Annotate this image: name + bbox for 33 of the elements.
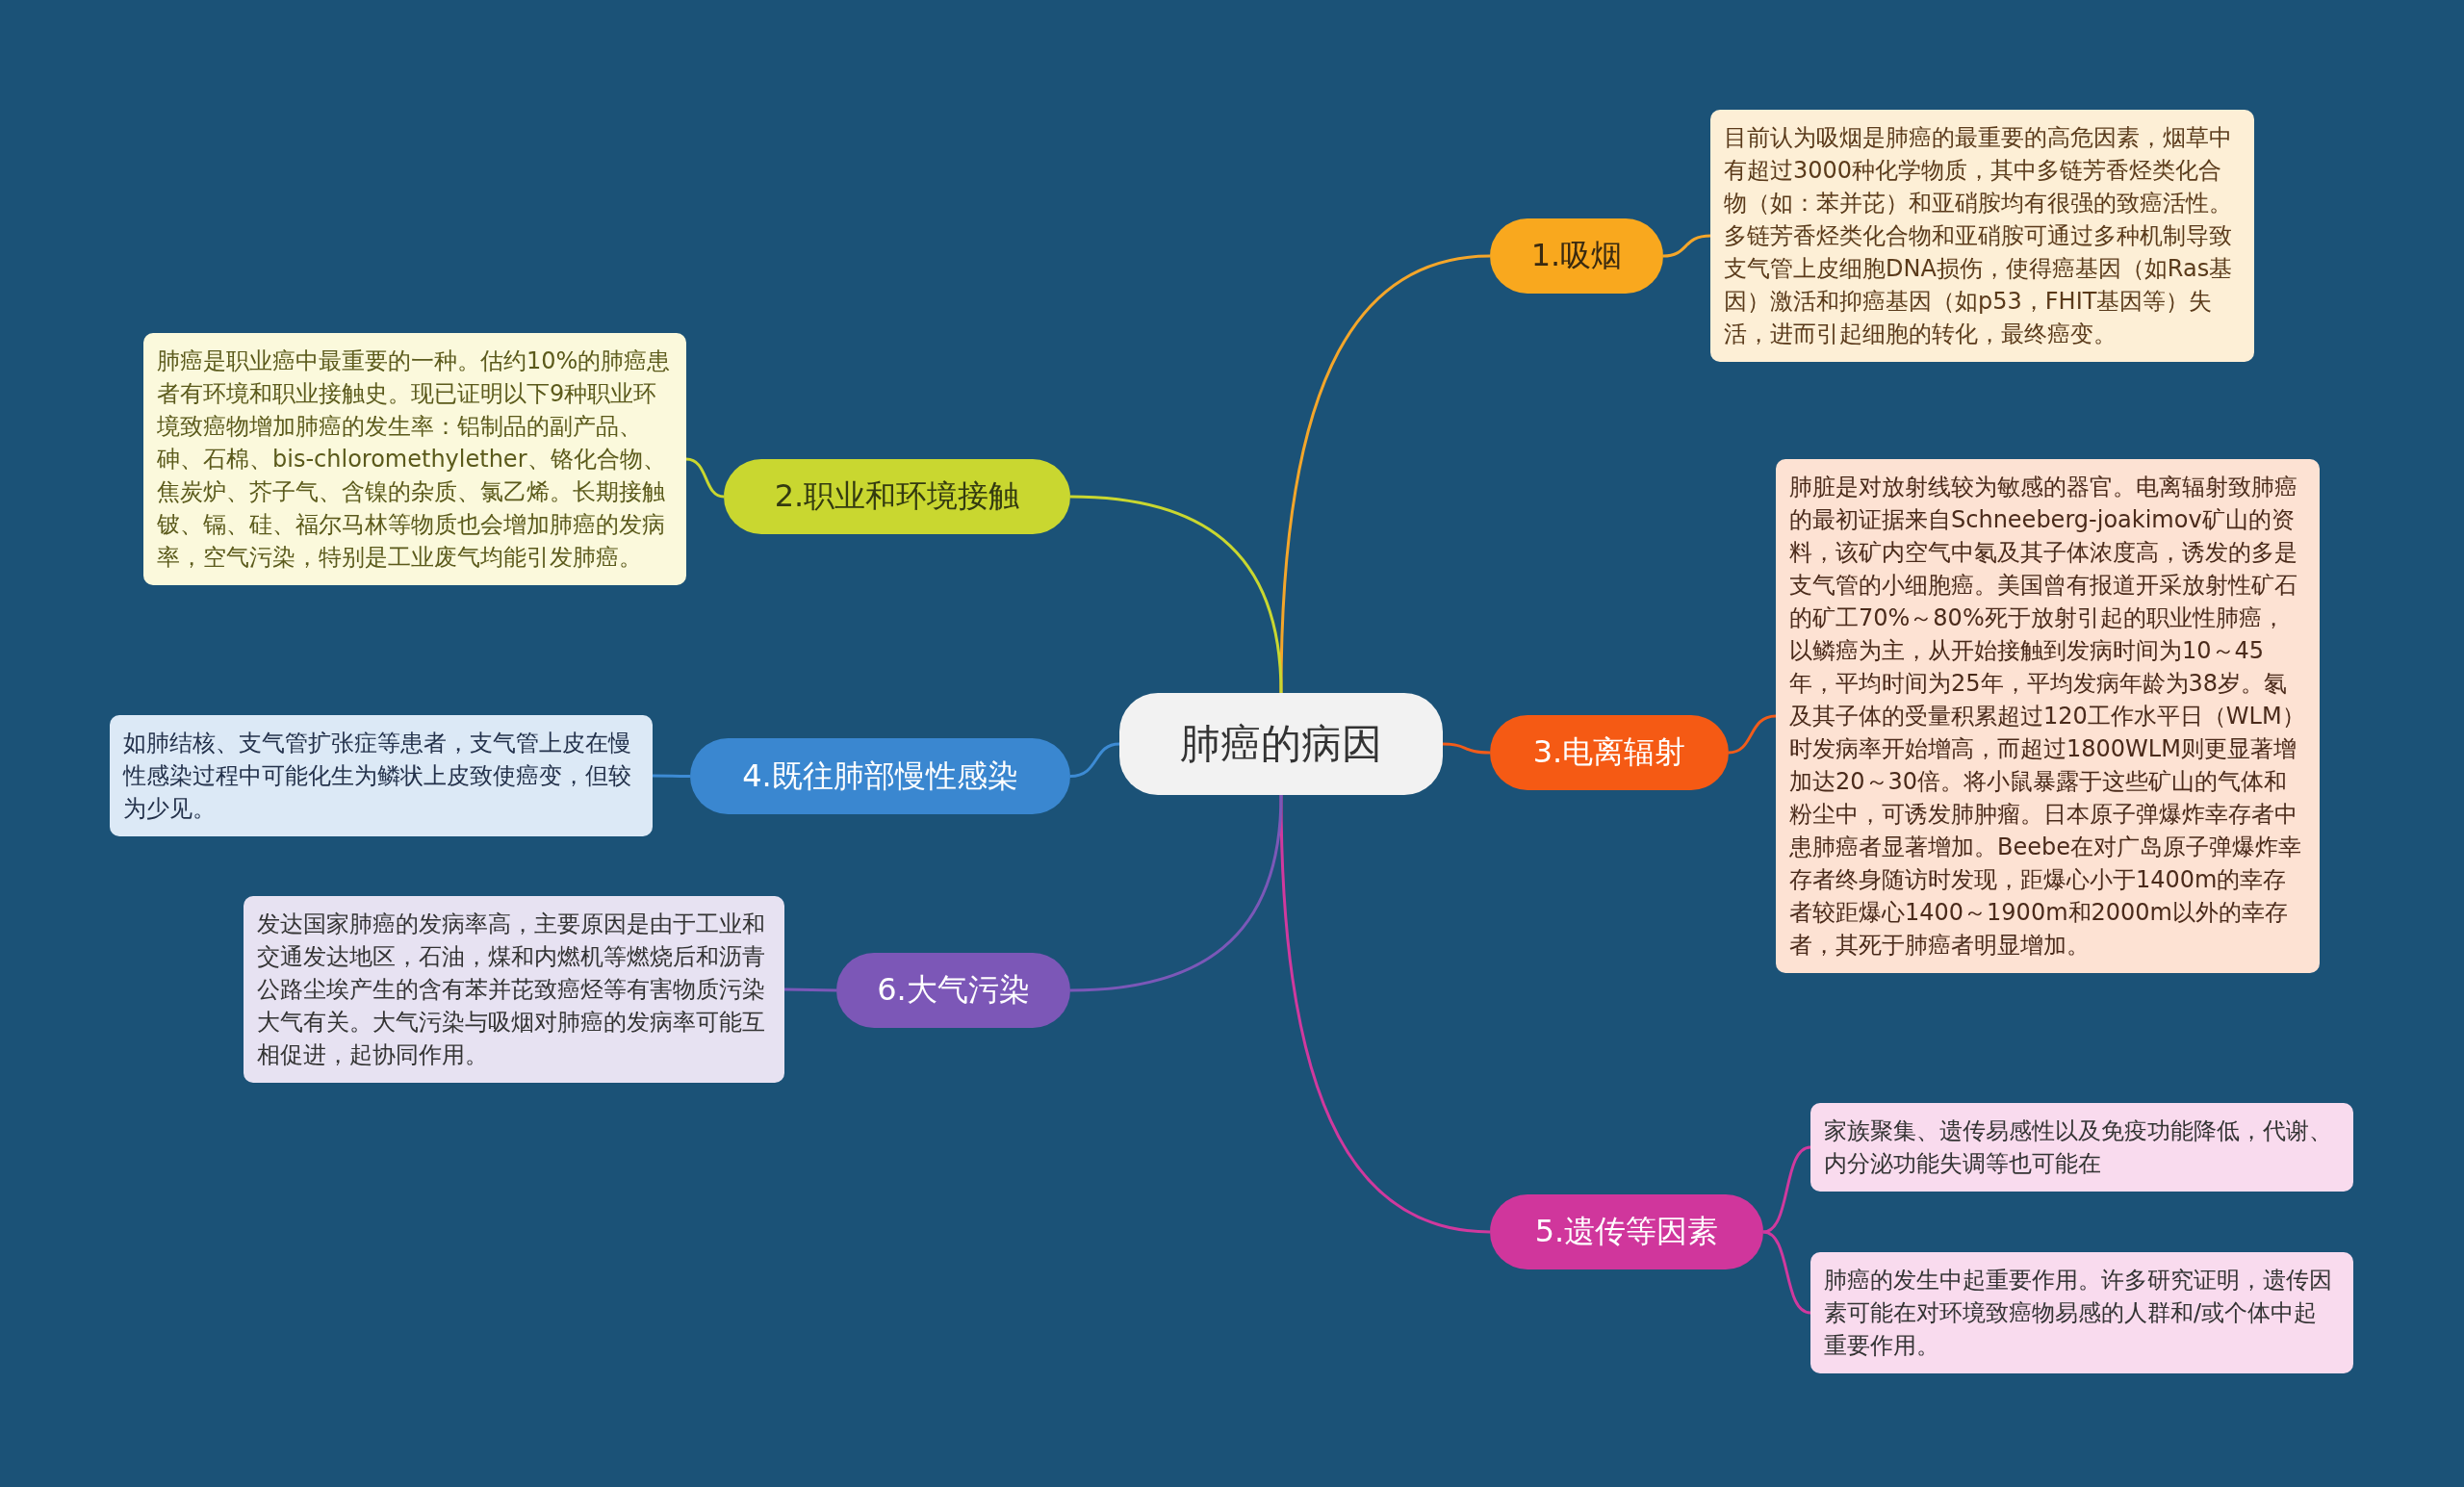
topic-label: 肺癌的病因 xyxy=(1180,719,1382,769)
connector-line xyxy=(685,457,725,499)
note-card xyxy=(110,715,653,836)
topic-pill xyxy=(1119,693,1443,795)
note-card xyxy=(1710,110,2254,362)
topic-label: 1.吸烟 xyxy=(1530,236,1623,275)
note-card xyxy=(244,896,784,1083)
note-text: 目前认为吸烟是肺癌的最重要的高危因素，烟草中有超过3000种化学物质，其中多链芳香烃类化合物（如：苯并芘）和亚硝胺均有很强的致癌活性。多链芳香烃类化合物和亚硝胺可通过多种机制导致支气管上皮细胞DNA损伤，使得癌基因（如Ras基因）激活和抑癌基因（如p53，FHIT基因等）失活，进而引起细胞的转化，最终癌变。 xyxy=(1724,123,2234,349)
note-text: 肺癌的发生中起重要作用。许多研究证明，遗传因素可能在对环境致癌物易感的人群和/或个体中起重要作用。 xyxy=(1824,1266,2333,1361)
note-text: 发达国家肺癌的发病率高，主要原因是由于工业和交通发达地区，石油，煤和内燃机等燃烧后和沥青公路尘埃产生的含有苯并芘致癌烃等有害物质污染大气有关。大气污染与吸烟对肺癌的发病率可能互相促进，起协同作用。 xyxy=(257,910,766,1070)
topic-label: 5.遗传等因素 xyxy=(1534,1212,1719,1251)
connector-line xyxy=(1279,794,1491,1234)
topic-label: 6.大气污染 xyxy=(877,970,1030,1010)
connector-line xyxy=(1069,495,1283,694)
note-card xyxy=(1810,1103,2353,1192)
topic-label: 2.职业和环境接触 xyxy=(774,476,1020,516)
connector-line xyxy=(653,774,690,778)
note-card xyxy=(1810,1252,2353,1373)
connector-line xyxy=(1762,1230,1811,1315)
connector-line xyxy=(1442,742,1491,755)
connector-line xyxy=(1279,254,1491,694)
connector-line xyxy=(1662,234,1711,258)
note-text: 肺脏是对放射线较为敏感的器官。电离辐射致肺癌的最初证据来自Schneeberg-joakimov矿山的资料，该矿内空气中氡及其子体浓度高，诱发的多是支气管的小细胞癌。美国曾有报道开采放射性矿石的矿工70%～80%死于放射引起的职业性肺癌，以鳞癌为主，从开始接触到发病时间为10～45年，平均时间为25年，平均发病年龄为38岁。氡及其子体的受量积累超过120工作水平日（WLM）时发病率开始增高，而超过1800WLM则更显著增加达20～30倍。将小鼠暴露于这些矿山的气体和粉尘中，可诱发肺肿瘤。日本原子弹爆炸幸存者中患肺癌者显著增加。Beebe在对广岛原子弹爆炸幸存者终身随访时发现，距爆心小于1400m的幸存者较距爆心1400～1900m和2000m以外的幸存者，其死于肺癌者明显增加。 xyxy=(1789,473,2306,961)
topic-label: 4.既往肺部慢性感染 xyxy=(742,756,1018,796)
connector-line xyxy=(784,987,836,992)
note-text: 家族聚集、遗传易感性以及免疫功能降低，代谢、内分泌功能失调等也可能在 xyxy=(1824,1116,2333,1179)
connector-line xyxy=(1728,714,1777,755)
connector-line xyxy=(1069,794,1283,992)
topic-label: 3.电离辐射 xyxy=(1532,732,1686,772)
note-text: 肺癌是职业癌中最重要的一种。估约10%的肺癌患者有环境和职业接触史。现已证明以下9种职业环境致癌物增加肺癌的发生率：铝制品的副产品、砷、石棉、bis-chloromethylether、铬化合物、焦炭炉、芥子气、含镍的杂质、氯乙烯。长期接触铍、镉、硅、福尔马林等物质也会增加肺癌的发病率，空气污染，特别是工业废气均能引发肺癌。 xyxy=(157,346,672,573)
connector-line xyxy=(1762,1145,1811,1234)
connector-line xyxy=(1069,742,1120,778)
note-text: 如肺结核、支气管扩张症等患者，支气管上皮在慢性感染过程中可能化生为鳞状上皮致使癌变，但较为少见。 xyxy=(123,729,632,824)
